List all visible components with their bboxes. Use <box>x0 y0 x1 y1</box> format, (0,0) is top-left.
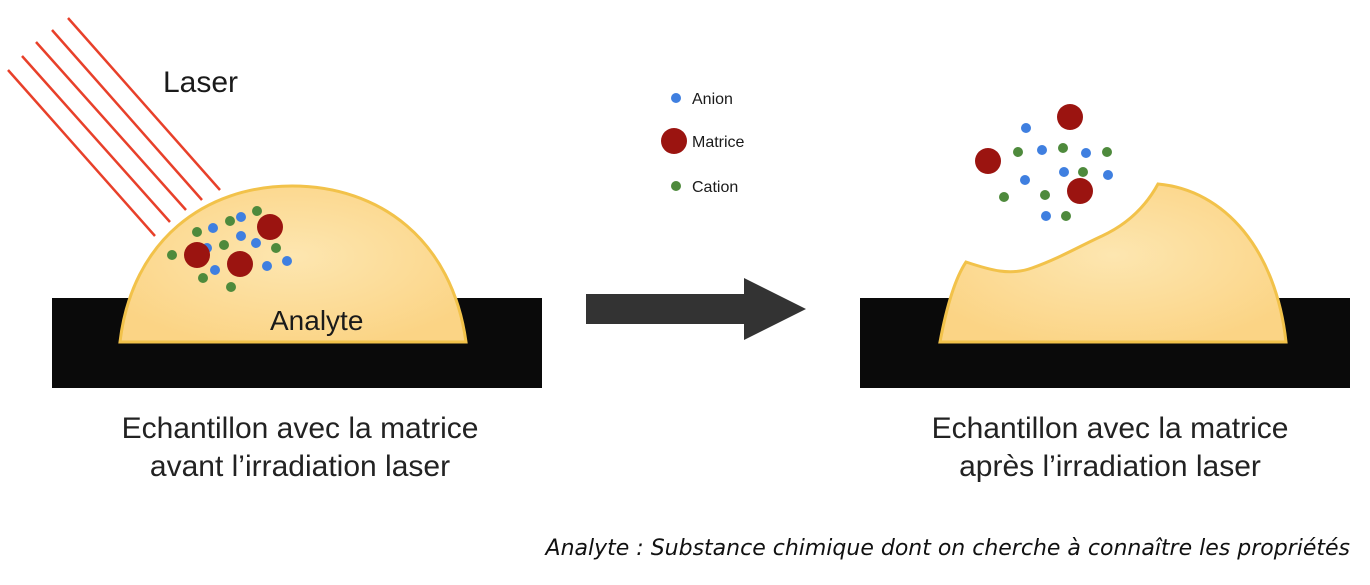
matrice-particle <box>1057 104 1083 130</box>
cation-particle <box>192 227 202 237</box>
laser-beam <box>7 17 221 237</box>
anion-particle <box>1059 167 1069 177</box>
cation-particle <box>1040 190 1050 200</box>
legend-matrice-marker <box>661 128 687 154</box>
caption-after: Echantillon avec la matrice après l’irra… <box>860 410 1360 486</box>
anion-particle <box>208 223 218 233</box>
particles-after <box>975 104 1113 221</box>
cation-particle <box>1078 167 1088 177</box>
anion-particle <box>262 261 272 271</box>
anion-particle <box>1020 175 1030 185</box>
cation-particle <box>198 273 208 283</box>
anion-particle <box>236 231 246 241</box>
process-arrow <box>586 278 806 340</box>
anion-particle <box>251 238 261 248</box>
matrice-particle <box>227 251 253 277</box>
caption-after-line2: après l’irradiation laser <box>959 450 1261 483</box>
after-panel <box>860 104 1350 388</box>
legend: Anion Matrice Cation <box>661 91 745 196</box>
anion-particle <box>1041 211 1051 221</box>
legend-cation-label: Cation <box>692 179 738 196</box>
legend-matrice-label: Matrice <box>692 134 745 151</box>
analyte-definition-footnote: Analyte : Substance chimique dont on che… <box>545 536 1350 561</box>
cation-particle <box>1061 211 1071 221</box>
cation-particle <box>271 243 281 253</box>
cation-particle <box>1102 147 1112 157</box>
cation-particle <box>1058 143 1068 153</box>
analyte-label: Analyte <box>270 305 363 336</box>
analyte-dome-right <box>938 182 1288 344</box>
anion-particle <box>1037 145 1047 155</box>
laser-label: Laser <box>163 66 238 99</box>
anion-particle <box>282 256 292 266</box>
analyte-dome-left <box>118 184 468 344</box>
cation-particle <box>219 240 229 250</box>
matrice-particle <box>975 148 1001 174</box>
cation-particle <box>252 206 262 216</box>
matrice-particle <box>184 242 210 268</box>
legend-cation-marker <box>671 181 681 191</box>
cation-particle <box>999 192 1009 202</box>
legend-anion-label: Anion <box>692 91 733 108</box>
anion-particle <box>210 265 220 275</box>
caption-before-line2: avant l’irradiation laser <box>149 450 451 483</box>
cation-particle <box>226 282 236 292</box>
before-panel: Laser Analyte <box>7 17 542 388</box>
caption-before-line1: Echantillon avec la matrice <box>121 412 479 445</box>
matrice-particle <box>1067 178 1093 204</box>
cation-particle <box>1013 147 1023 157</box>
anion-particle <box>1081 148 1091 158</box>
anion-particle <box>1021 123 1031 133</box>
cation-particle <box>167 250 177 260</box>
matrice-particle <box>257 214 283 240</box>
caption-before: Echantillon avec la matrice avant l’irra… <box>60 410 540 486</box>
anion-particle <box>236 212 246 222</box>
particles-before <box>167 206 292 292</box>
legend-anion-marker <box>671 93 681 103</box>
caption-after-line1: Echantillon avec la matrice <box>931 412 1289 445</box>
cation-particle <box>225 216 235 226</box>
anion-particle <box>1103 170 1113 180</box>
